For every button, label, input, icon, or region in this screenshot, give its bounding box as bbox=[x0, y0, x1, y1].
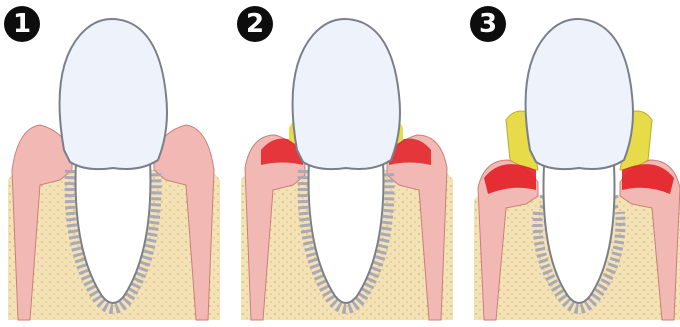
stage-1-illustration bbox=[0, 0, 226, 327]
stage-panel-3: 3 bbox=[466, 0, 680, 327]
stage-number-badge: 1 bbox=[4, 6, 40, 42]
stage-panel-2: 2 bbox=[233, 0, 459, 327]
stage-3-illustration bbox=[466, 0, 680, 327]
stage-2-illustration bbox=[233, 0, 459, 327]
stage-number-badge: 2 bbox=[237, 6, 273, 42]
tooth-crown bbox=[293, 19, 400, 169]
stage-number-badge: 3 bbox=[470, 6, 506, 42]
tooth-crown bbox=[60, 19, 167, 169]
tooth-crown bbox=[526, 19, 633, 169]
stage-panel-1: 1 bbox=[0, 0, 226, 327]
